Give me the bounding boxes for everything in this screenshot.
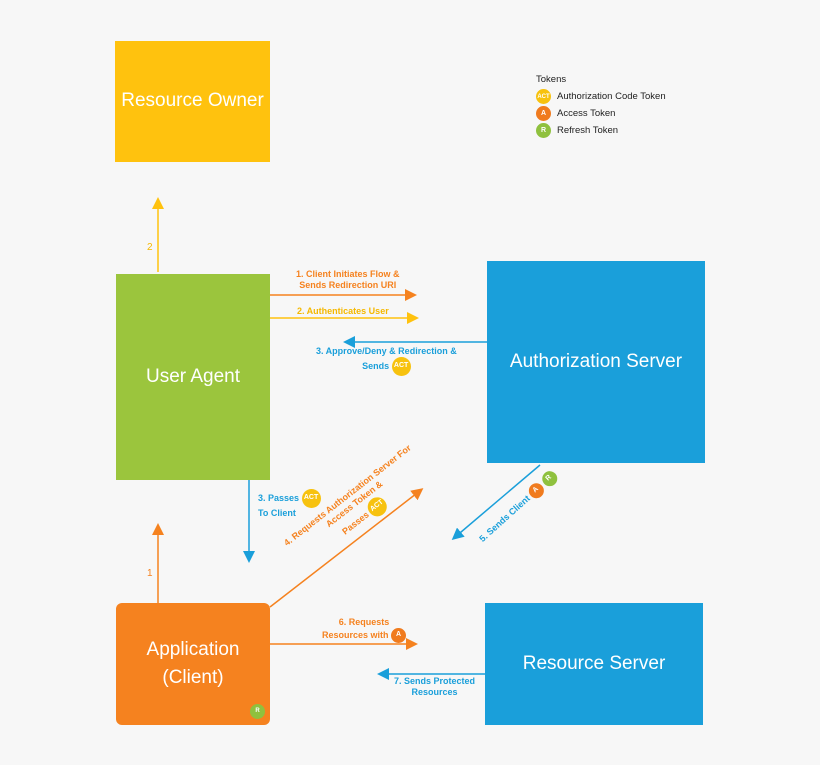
application-label: Application (146, 638, 240, 660)
resource-owner-box: Resource Owner (115, 41, 270, 162)
step3b-passes: 3. Passes (258, 492, 300, 503)
step6-line1: 6. Requests (338, 617, 390, 627)
step3-label: 3. Approve/Deny & Redirection & Sends AC… (316, 346, 457, 377)
step6-label: 6. Requests Resources with A (322, 617, 407, 644)
step-number-2: 2 (147, 242, 153, 253)
step3b-line1: 3. Passes ACT (258, 489, 321, 508)
step1-label: 1. Client Initiates Flow & Sends Redirec… (296, 269, 400, 292)
arrow-4-request-token (269, 488, 424, 608)
legend-label: Access Token (557, 108, 616, 119)
step6-with: Resources with (322, 630, 389, 641)
step3-line1: 3. Approve/Deny & Redirection & (316, 346, 457, 356)
arrow-5-sends-client (451, 464, 541, 540)
access-badge-icon: A (391, 628, 407, 644)
act-badge-icon: ACT (536, 89, 551, 104)
user-agent-label: User Agent (146, 365, 240, 387)
legend-item-act: ACT Authorization Code Token (536, 88, 666, 105)
step-number-1: 1 (147, 568, 153, 579)
step3-line2: Sends ACT (316, 357, 457, 377)
step1-line1: 1. Client Initiates Flow & (296, 269, 400, 279)
refresh-badge-icon: R (536, 123, 551, 138)
tokens-legend: Tokens ACT Authorization Code Token A Ac… (536, 74, 666, 139)
user-agent-box: User Agent (116, 274, 270, 480)
legend-label: Refresh Token (557, 125, 619, 136)
step3-sends: Sends (362, 361, 390, 372)
step6-line2: Resources with A (322, 628, 407, 644)
step3b-label: 3. Passes ACT To Client (258, 489, 321, 519)
authorization-server-label: Authorization Server (509, 350, 683, 372)
legend-title: Tokens (536, 74, 567, 85)
legend-item-r: R Refresh Token (536, 122, 666, 139)
authorization-server-box: Authorization Server (487, 261, 705, 463)
act-badge-icon: ACT (391, 357, 411, 377)
legend-label: Authorization Code Token (557, 91, 666, 102)
resource-server-box: Resource Server (485, 603, 703, 725)
step1-line2: Sends Redirection URI (299, 280, 397, 291)
act-badge-icon: ACT (301, 489, 321, 508)
step7-line2: Resources (411, 687, 458, 698)
application-box: Application (Client) R (116, 603, 270, 725)
step2-label: 2. Authenticates User (297, 306, 389, 316)
step7-line1: 7. Sends Protected (394, 676, 476, 686)
step3b-line2: To Client (258, 508, 296, 518)
legend-item-a: A Access Token (536, 105, 666, 122)
step7-label: 7. Sends Protected Resources (394, 676, 475, 699)
client-label: (Client) (162, 667, 224, 688)
resource-owner-label: Resource Owner (121, 90, 264, 112)
resource-server-label: Resource Server (522, 652, 666, 674)
refresh-token-badge: R (250, 704, 265, 719)
access-badge-icon: A (536, 106, 551, 121)
